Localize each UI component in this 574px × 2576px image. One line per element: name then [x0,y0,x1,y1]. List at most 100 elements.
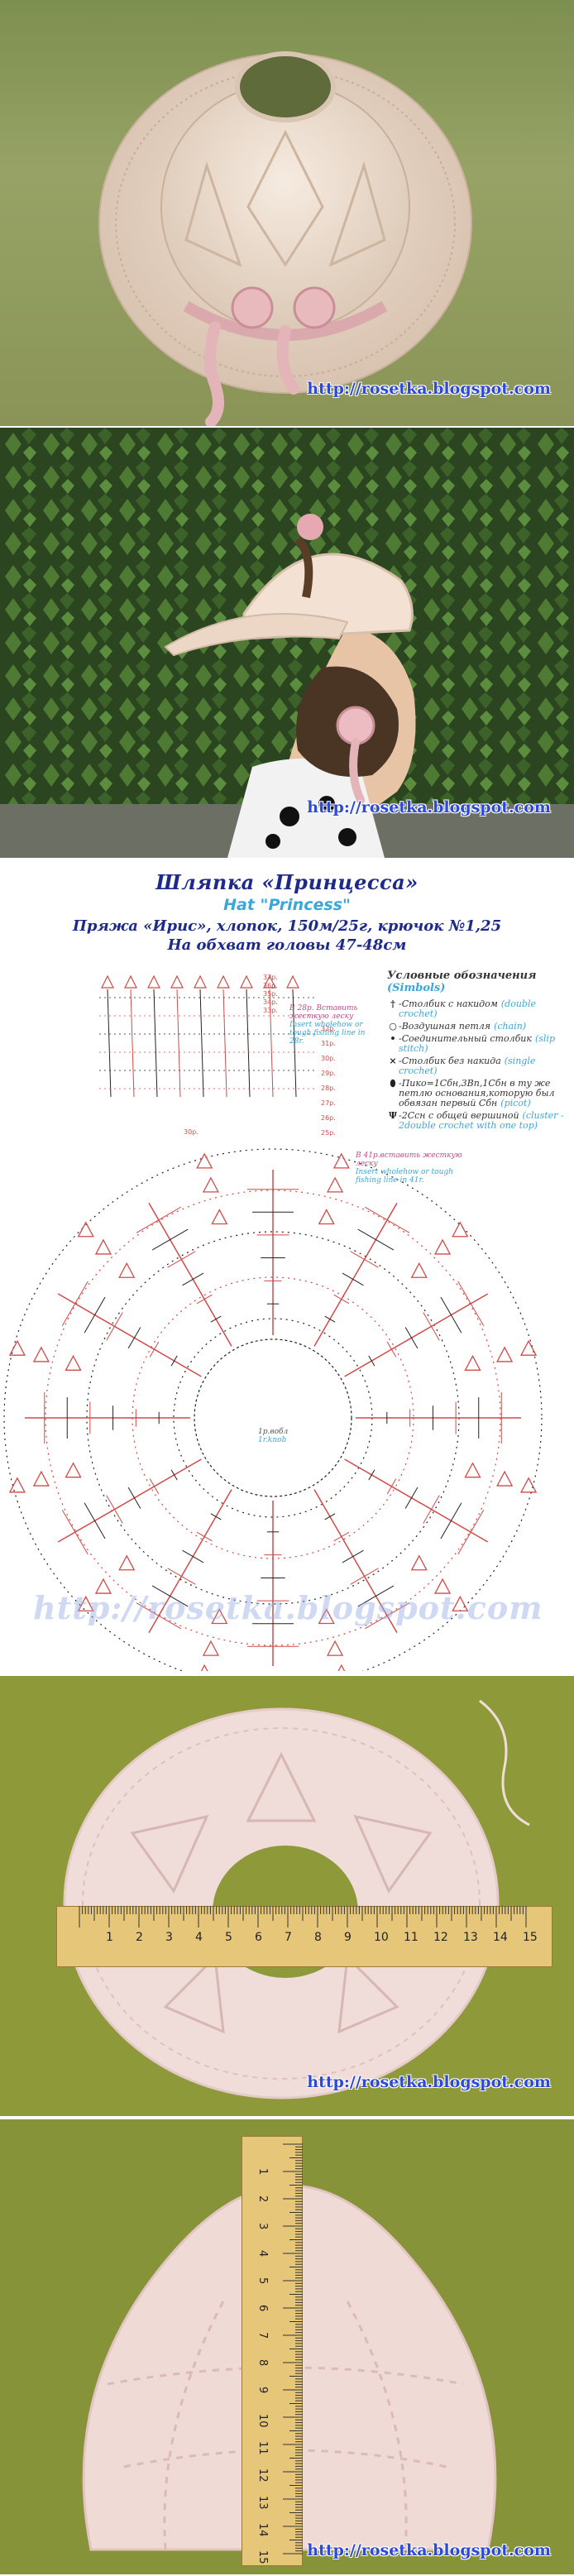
diagram-row-label: 32р. [321,1025,336,1032]
diagram-picot [520,1339,538,1356]
diagram-row-label: 30р. [184,1128,199,1136]
legend-item-label-en: (slip stitch) [399,1033,555,1054]
diagram-spoke [313,1489,398,1634]
diagram-stitch-row [342,1272,364,1286]
diagram-stitch-row [182,1549,204,1563]
diagram-stitch-row [364,1206,410,1233]
diagram-row-label: 33р. [263,1007,278,1014]
diagram-stitch-row [167,1568,196,1585]
diagram-stitch-row [210,1315,222,1323]
watermark-link[interactable]: http://rosetka.blogspot.com [307,2073,551,2091]
cluster-symbol-icon: Ψ [388,1110,398,1121]
child-wearing-hat-photo: http://rosetka.blogspot.com [0,428,574,859]
legend-item-label: -Столбик с накидом [399,998,498,1009]
diagram-spoke [344,1293,489,1377]
ruler-number: 15 [256,2550,269,2564]
diagram-spoke [57,1293,202,1377]
diagram-stitch-row [127,1327,141,1349]
single-crochet-symbol-icon: × [389,1056,397,1066]
diagram-row-label: 27р. [321,1099,336,1107]
diagram-stitch-row [386,1341,397,1357]
title-block: Шляпка «Принцесса» Hat "Princess" Пряжа … [0,860,574,961]
ruler-number: 2 [256,2195,269,2202]
diagram-stitch-row [324,1315,336,1323]
diagram-stitch-row [350,1568,379,1585]
diagram-picot [332,1152,350,1169]
diagram-brim-column [107,989,112,1098]
ruler-number: 2 [136,1931,143,1944]
chain-symbol-icon: ○ [389,1021,397,1032]
diagram-picot [32,1346,50,1362]
note-28-ru: В 28р. Вставить жесткую леску [289,1004,358,1021]
diagram-spoke [148,1489,232,1634]
diagram-picot [202,1640,220,1656]
diagram-picot [200,1664,208,1671]
fishing-line-note-41: В 41р.вставить жесткую леску Insert whol… [356,1152,480,1185]
legend-item-label-en: (single crochet) [399,1056,536,1076]
diagram-brim-picot [124,974,137,989]
diagram-picot [326,1176,344,1193]
crochet-diagram: 37р.36р.35р.34р.33р.32р.31р.30р.29р.28р.… [0,965,574,1671]
diagram-brim-column [292,989,297,1098]
diagram-picot [211,1209,228,1225]
diagram-picot [410,1554,428,1571]
ruler-number: 9 [344,1931,352,1944]
diagram-stitch-row [333,1294,350,1305]
diagram-brim-column [222,989,227,1098]
diagram-picot [318,1209,335,1225]
diagram-stitch-row [368,1355,375,1367]
watermark-link[interactable]: http://rosetka.blogspot.com [307,380,551,398]
diagram-spoke [344,1458,489,1543]
diagram-row-label: 28р. [321,1085,336,1092]
diagram-brim-column [130,989,135,1098]
diagram-stitch-row [182,1272,204,1286]
diagram-picot [8,1477,26,1493]
center-note-ru: 1р.вобл [258,1428,289,1436]
diagram-brim-picot [101,974,114,989]
legend-heading-en: (Simbols) [387,982,446,994]
diagram-stitch-row [457,1509,485,1555]
legend-heading-ru: Условные обозначения [387,970,537,982]
yarn-info: Пряжа «Ирис», хлопок, 150м/25г, крючок №… [72,917,502,935]
note-41-ru: В 41р.вставить жесткую леску [356,1152,462,1168]
diagram-picot [118,1262,136,1278]
diagram-center-ring [194,1338,352,1497]
diagram-spoke [148,1202,232,1347]
diagram-row-label: 29р. [321,1070,336,1077]
picot-symbol-icon: ⬮ [390,1078,396,1089]
diagram-picot [65,1462,82,1478]
ruler-number: 4 [256,2250,269,2257]
title-english: Hat "Princess" [223,896,351,914]
child-photo-illustration [0,428,574,858]
diagram-picot [77,1595,94,1611]
diagram-stitch-row [386,1478,397,1495]
ruler-number: 11 [404,1931,419,1944]
diagram-brim-column [246,989,251,1098]
watermark-link[interactable]: http://rosetka.blogspot.com [307,798,551,816]
diagram-picot [32,1470,50,1487]
diagram-stitch-row [404,1487,419,1509]
ruler-number: 9 [256,2387,269,2393]
diagram-stitch-row [423,1495,440,1524]
diagram-brim-picot [194,974,207,989]
ruler-number: 13 [463,1931,478,1944]
diagram-row-label: 36р. [263,982,278,989]
legend-heading: Условные обозначения (Simbols) [387,970,569,994]
diagram-stitch-row [324,1513,336,1520]
diagram-picot [211,1608,228,1625]
legend-item: • -Соединительный столбик(slip stitch) [387,1034,569,1054]
ruler-number: 12 [256,2468,269,2483]
legend-item-label-en: (cluster - 2double crochet with one top) [399,1110,564,1131]
diagram-brim-picot [147,974,160,989]
ruler-number: 3 [165,1931,173,1944]
ruler-number: 14 [256,2523,269,2537]
diagram-brim-picot [263,974,276,989]
ruler-number: 6 [256,2305,269,2311]
diagram-brim-picot [286,974,299,989]
ruler-number: 1 [106,1931,113,1944]
diagram-stitch-row [333,1531,350,1542]
ruler-number: 7 [285,1931,292,1944]
diagram-row-label: 26р. [321,1114,336,1122]
diagram-stitch-row [457,1281,485,1327]
watermark-link[interactable]: http://rosetka.blogspot.com [307,2541,551,2559]
